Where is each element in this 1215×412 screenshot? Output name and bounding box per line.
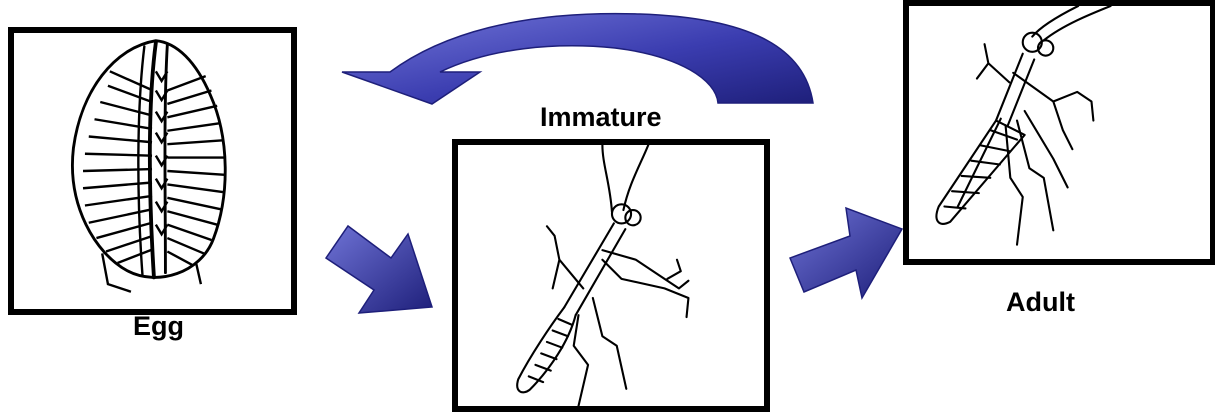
adult-label: Adult	[1006, 287, 1075, 317]
immature-mantis-icon	[516, 145, 690, 406]
return-arrow	[341, 12, 814, 105]
immature-to-adult-arrow	[789, 206, 904, 301]
egg-case-icon	[71, 39, 227, 293]
egg-stage-frame	[8, 27, 297, 315]
adult-mantis-icon	[935, 6, 1112, 246]
immature-stage-frame	[452, 139, 770, 412]
egg-label: Egg	[133, 311, 184, 341]
egg-to-immature-arrow	[324, 224, 434, 314]
immature-label: Immature	[540, 102, 662, 132]
adult-stage-frame	[903, 0, 1215, 265]
